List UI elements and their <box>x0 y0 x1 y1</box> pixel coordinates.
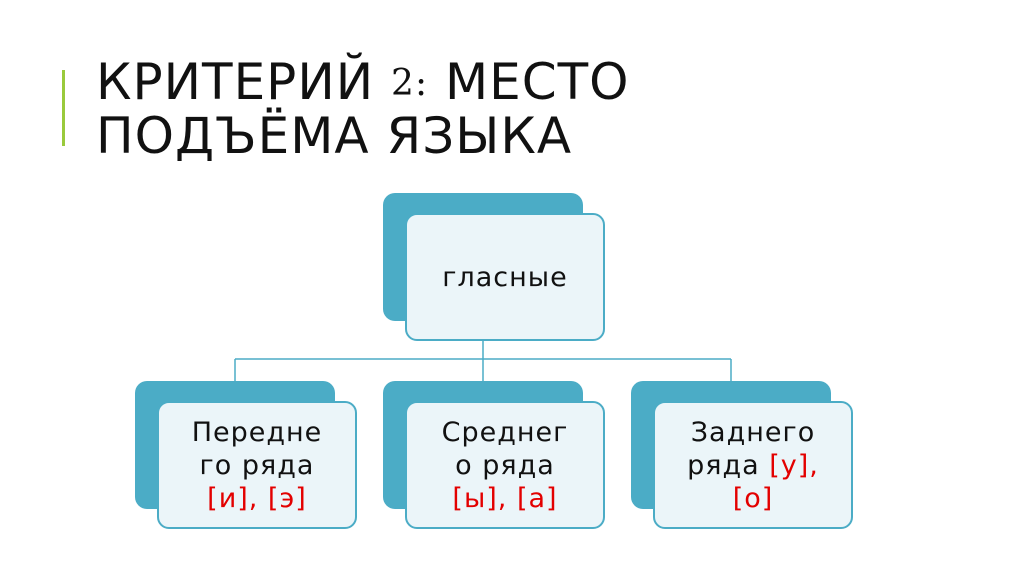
node-middle-card <box>405 401 605 529</box>
node-back-line2: ряда [у], <box>687 449 819 482</box>
title-line1-a: КРИТЕРИЙ <box>96 53 392 111</box>
node-root-label: гласные <box>442 261 568 293</box>
title-line1-b: МЕСТО <box>428 53 630 111</box>
node-root: гласные <box>383 193 605 341</box>
node-middle-line2: о ряда <box>455 449 555 481</box>
node-root-text: гласные <box>407 213 603 341</box>
node-front-row: Передне го ряда [и], [э] <box>135 381 357 529</box>
node-middle-examples: [ы], [а] <box>452 482 558 514</box>
node-back-line2-text: ряда <box>687 449 770 481</box>
node-front-card <box>157 401 357 529</box>
title-accent-bar <box>62 70 65 146</box>
node-root-card <box>405 213 605 341</box>
node-front-text: Передне го ряда [и], [э] <box>159 401 355 529</box>
node-middle-text: Среднег о ряда [ы], [а] <box>407 401 603 529</box>
node-front-line1: Передне <box>191 416 323 448</box>
node-middle-row: Среднег о ряда [ы], [а] <box>383 381 605 529</box>
node-back-row: Заднего ряда [у], [о] <box>631 381 853 529</box>
node-back-text: Заднего ряда [у], [о] <box>655 401 851 529</box>
node-back-line1: Заднего <box>690 416 816 448</box>
node-middle-line1: Среднег <box>441 416 569 448</box>
node-front-line2: го ряда <box>199 449 315 481</box>
title-line2: ПОДЪЁМА ЯЗЫКА <box>96 107 573 165</box>
slide-title: КРИТЕРИЙ 2: МЕСТО ПОДЪЁМА ЯЗЫКА <box>96 56 630 162</box>
node-back-card <box>653 401 853 529</box>
node-back-examples: [о] <box>732 482 774 514</box>
title-number: 2: <box>391 63 429 104</box>
node-front-examples: [и], [э] <box>207 482 307 514</box>
node-back-line2-example: [у], <box>769 449 819 481</box>
